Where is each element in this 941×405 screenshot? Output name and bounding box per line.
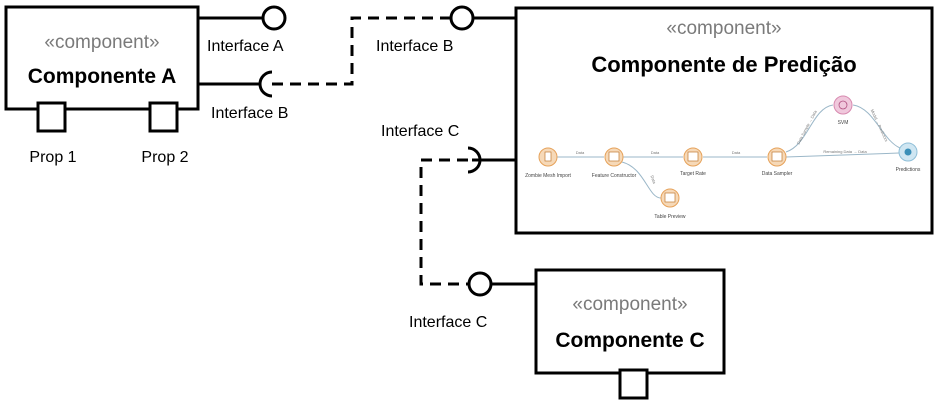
wf-node-label: Zombie Mesh Import [525,173,571,179]
component-c[interactable]: «component» Componente C [534,268,726,375]
wf-node-label: Feature Constructor [592,173,637,179]
port-prop-2[interactable] [148,101,179,133]
interface-b-provided-label: Interface B [376,38,453,55]
wf-edge-n5-n7 [785,152,900,158]
wf-node-feature-constructor[interactable]: Feature Constructor [592,147,637,179]
interface-b-socket[interactable] [258,70,273,98]
wf-node-zombie-mesh-import[interactable]: Zombie Mesh Import [525,147,572,179]
interface-c-lollipop[interactable] [467,271,493,297]
wf-edge-n2-n3 [621,161,662,199]
wf-edge-label: Data [651,150,660,155]
component-predicao-stereotype: «component» [666,18,781,39]
interface-c-required-label: Interface C [381,123,459,140]
interface-c-socket[interactable] [467,146,482,174]
wf-node-table-preview[interactable]: Table Preview [654,188,686,220]
target-icon [687,151,699,162]
wf-node-data-sampler[interactable]: Data Sampler [762,147,793,177]
wf-edge-label: Data [650,175,658,185]
component-predicao-title: Componente de Predição [591,52,856,77]
wf-edge-label: Data [732,150,741,155]
component-predicao-box[interactable] [514,6,934,235]
interface-c-provided-label: Interface C [409,314,487,331]
file-import-icon [544,151,552,162]
sampler-icon [771,151,783,162]
wf-node-label: Data Sampler [762,171,793,177]
predictions-icon [904,148,912,156]
wf-node-label: SVM [838,120,849,126]
port-prop-1-label: Prop 1 [29,149,76,166]
interface-b-lollipop[interactable] [449,5,475,31]
dependency-pred-to-c [419,158,468,286]
wf-node-svm[interactable]: SVM [833,95,853,126]
component-a[interactable]: «component» Componente A [4,5,200,111]
svm-icon [838,100,848,110]
wf-node-label: Table Preview [654,214,686,220]
wf-edge-n6-n7 [852,104,901,149]
wf-edge-label: Remaining Data → Data [823,149,867,154]
wf-edge-n5-n6 [785,104,834,153]
component-c-title: Componente C [555,329,704,352]
wf-node-label: Predictions [896,167,921,173]
component-a-stereotype: «component» [44,32,159,53]
component-c-port[interactable] [618,368,649,400]
component-predicao[interactable]: «component» Componente de Predição [514,6,934,235]
wf-edge-label: Data [576,150,585,155]
table-icon [664,192,676,203]
wf-node-target-rate[interactable]: Target Rate [680,147,706,177]
port-prop-1[interactable] [36,101,67,133]
component-c-box[interactable] [534,268,726,375]
component-a-title: Componente A [28,65,177,88]
component-a-box[interactable] [4,5,200,111]
interface-b-required-label: Interface B [211,105,288,122]
interface-a-label: Interface A [207,38,284,55]
dependency-a-to-pred [272,16,451,86]
feature-constructor-icon [608,151,620,162]
wf-node-label: Target Rate [680,171,706,177]
component-c-stereotype: «component» [572,294,687,315]
interface-a-lollipop[interactable] [261,5,287,31]
wf-node-predictions[interactable]: Predictions [896,142,921,173]
port-prop-2-label: Prop 2 [141,149,188,166]
